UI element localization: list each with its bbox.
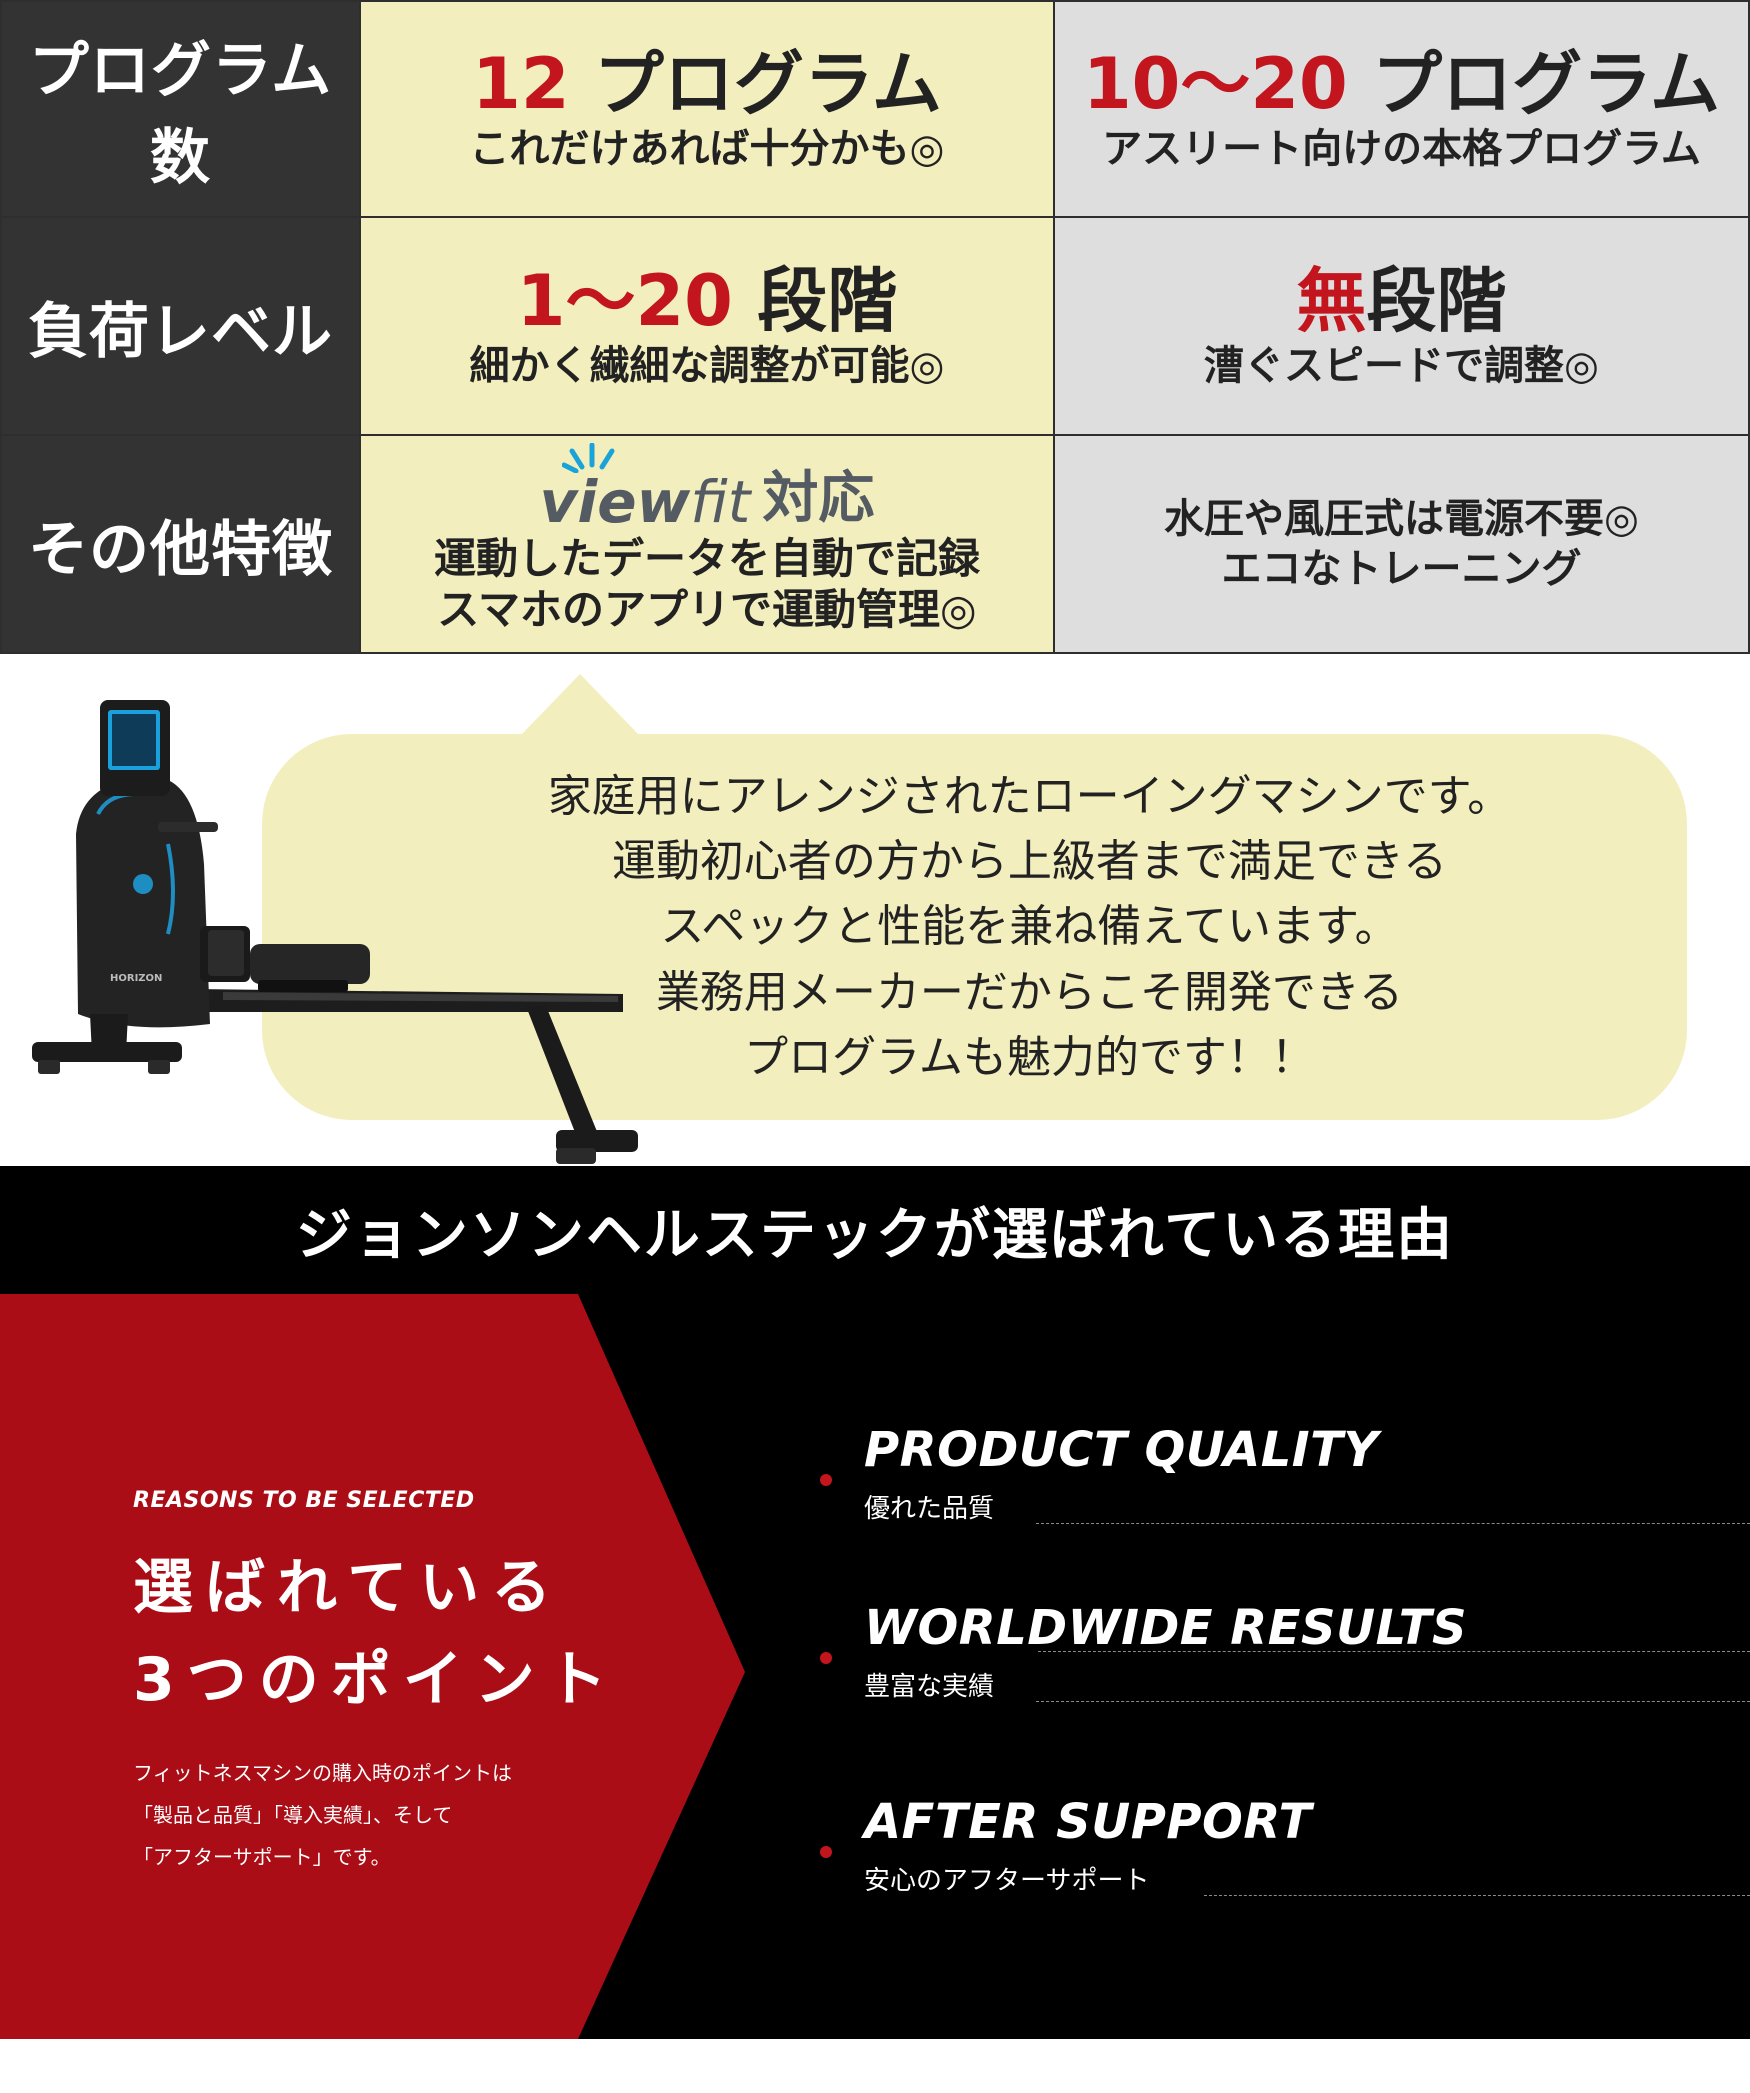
- viewfit-logo: viewfit: [540, 442, 750, 531]
- viewfit-heading: viewfit 対応: [540, 442, 875, 531]
- reasons-desc-line: フィットネスマシンの購入時のポイントは: [133, 1761, 512, 1785]
- highlight-number: 1〜20: [516, 259, 733, 342]
- value-title: 12 プログラム: [472, 44, 942, 125]
- value-note-1: 水圧や風圧式は電源不要◎: [1164, 496, 1639, 542]
- point-dot-icon: [820, 1846, 832, 1858]
- highlight-number: 無: [1296, 259, 1367, 342]
- value-note: 細かく繊細な調整が可能◎: [469, 343, 945, 390]
- point-divider: [1036, 1523, 1750, 1524]
- cell-features-pro: 水圧や風圧式は電源不要◎ エコなトレーニング: [1053, 434, 1750, 654]
- row-header-resistance: 負荷レベル: [0, 216, 361, 436]
- point-title-en: AFTER SUPPORT: [864, 1794, 1312, 1850]
- point-title-ja: 安心のアフターサポート: [864, 1866, 1150, 1896]
- point-divider: [1038, 1651, 1750, 1652]
- cell-resistance-home: 1〜20 段階 細かく繊細な調整が可能◎: [359, 216, 1055, 436]
- bubble-line: 運動初心者の方から上級者まで満足できる: [611, 836, 1448, 888]
- value-suffix: 段階: [732, 259, 898, 342]
- value-note-2: スマホのアプリで運動管理◎: [437, 585, 977, 635]
- section-banner: ジョンソンヘルステックが選ばれている理由: [0, 1166, 1750, 1294]
- row-header-label: プログラム数: [28, 36, 333, 193]
- value-note-2: エコなトレーニング: [1221, 546, 1582, 592]
- cell-programs-home: 12 プログラム これだけあれば十分かも◎: [359, 0, 1055, 218]
- point-dot-icon: [820, 1652, 832, 1664]
- value-title: 10〜20 プログラム: [1083, 44, 1720, 125]
- value-suffix: 段階: [1366, 259, 1507, 342]
- row-header-features: その他特徴: [0, 434, 361, 654]
- row-header-label: 負荷レベル: [28, 296, 333, 367]
- reasons-desc-line: 「製品と品質」「導入実績」、そして: [133, 1803, 453, 1827]
- bubble-line: 家庭用にアレンジされたローイングマシンです。: [547, 771, 1512, 823]
- point-title-ja: 豊富な実績: [864, 1672, 995, 1702]
- bubble-line: スペックと性能を兼ね備えています。: [660, 901, 1399, 953]
- product-intro: 家庭用にアレンジされたローイングマシンです。 運動初心者の方から上級者まで満足で…: [0, 654, 1750, 1164]
- cell-features-home: viewfit 対応 運動したデータを自動で記録 スマホのアプリで運動管理◎: [359, 434, 1055, 654]
- banner-title: ジョンソンヘルステックが選ばれている理由: [295, 1202, 1455, 1268]
- point-title-en: PRODUCT QUALITY: [864, 1422, 1379, 1478]
- bubble-line: 業務用メーカーだからこそ開発できる: [655, 966, 1404, 1018]
- cell-resistance-pro: 無段階 漕ぐスピードで調整◎: [1053, 216, 1750, 436]
- viewfit-rays-icon: [561, 442, 615, 473]
- reasons-desc-line: 「アフターサポート」です。: [133, 1845, 391, 1869]
- point-title-en: WORLDWIDE RESULTS: [864, 1600, 1468, 1656]
- speech-bubble: 家庭用にアレンジされたローイングマシンです。 運動初心者の方から上級者まで満足で…: [262, 734, 1687, 1120]
- point-divider: [1036, 1701, 1750, 1702]
- value-title: 1〜20 段階: [517, 261, 898, 342]
- value-suffix: プログラム: [569, 42, 942, 125]
- reasons-section: REASONS TO BE SELECTED 選ばれている 3つのポイント フィ…: [0, 1294, 1750, 2039]
- value-note: これだけあれば十分かも◎: [469, 126, 945, 173]
- viewfit-suffix: 対応: [762, 465, 875, 531]
- viewfit-logo-view: view: [539, 467, 691, 536]
- point-dot-icon: [820, 1474, 832, 1486]
- highlight-number: 12: [472, 42, 570, 125]
- highlight-number: 10〜20: [1082, 42, 1348, 125]
- reasons-title: 選ばれている 3つのポイント: [133, 1542, 619, 1726]
- bubble-line: プログラムも魅力的です！！: [744, 1031, 1315, 1083]
- cell-programs-pro: 10〜20 プログラム アスリート向けの本格プログラム: [1053, 0, 1750, 218]
- reasons-description: フィットネスマシンの購入時のポイントは 「製品と品質」「導入実績」、そして 「ア…: [133, 1752, 512, 1878]
- value-title: 無段階: [1297, 261, 1507, 342]
- point-title-ja: 優れた品質: [864, 1494, 995, 1524]
- machine-brand-label: HORIZON: [110, 973, 162, 984]
- point-worldwide-results: WORLDWIDE RESULTS 豊富な実績: [820, 1600, 1750, 1702]
- point-divider: [1204, 1895, 1750, 1896]
- reasons-title-line-1: 選ばれている: [133, 1553, 564, 1623]
- value-note: アスリート向けの本格プログラム: [1102, 126, 1701, 173]
- point-product-quality: PRODUCT QUALITY 優れた品質: [820, 1422, 1750, 1652]
- bubble-tail: [520, 674, 640, 736]
- value-suffix: プログラム: [1347, 42, 1721, 125]
- value-note: 漕ぐスピードで調整◎: [1204, 343, 1599, 390]
- value-note-1: 運動したデータを自動で記録: [433, 533, 980, 583]
- viewfit-logo-fit: fit: [690, 467, 751, 536]
- red-arrow-panel: [0, 1294, 745, 2039]
- comparison-table: プログラム数 12 プログラム これだけあれば十分かも◎ 10〜20 プログラム…: [0, 0, 1750, 654]
- point-after-support: AFTER SUPPORT 安心のアフターサポート: [820, 1794, 1750, 1896]
- row-header-label: その他特徴: [28, 514, 333, 585]
- row-header-programs: プログラム数: [0, 0, 361, 218]
- reasons-title-line-2: 3つのポイント: [133, 1645, 619, 1715]
- rowing-machine-image: HORIZON: [32, 700, 638, 1164]
- reasons-kicker: REASONS TO BE SELECTED: [133, 1488, 475, 1513]
